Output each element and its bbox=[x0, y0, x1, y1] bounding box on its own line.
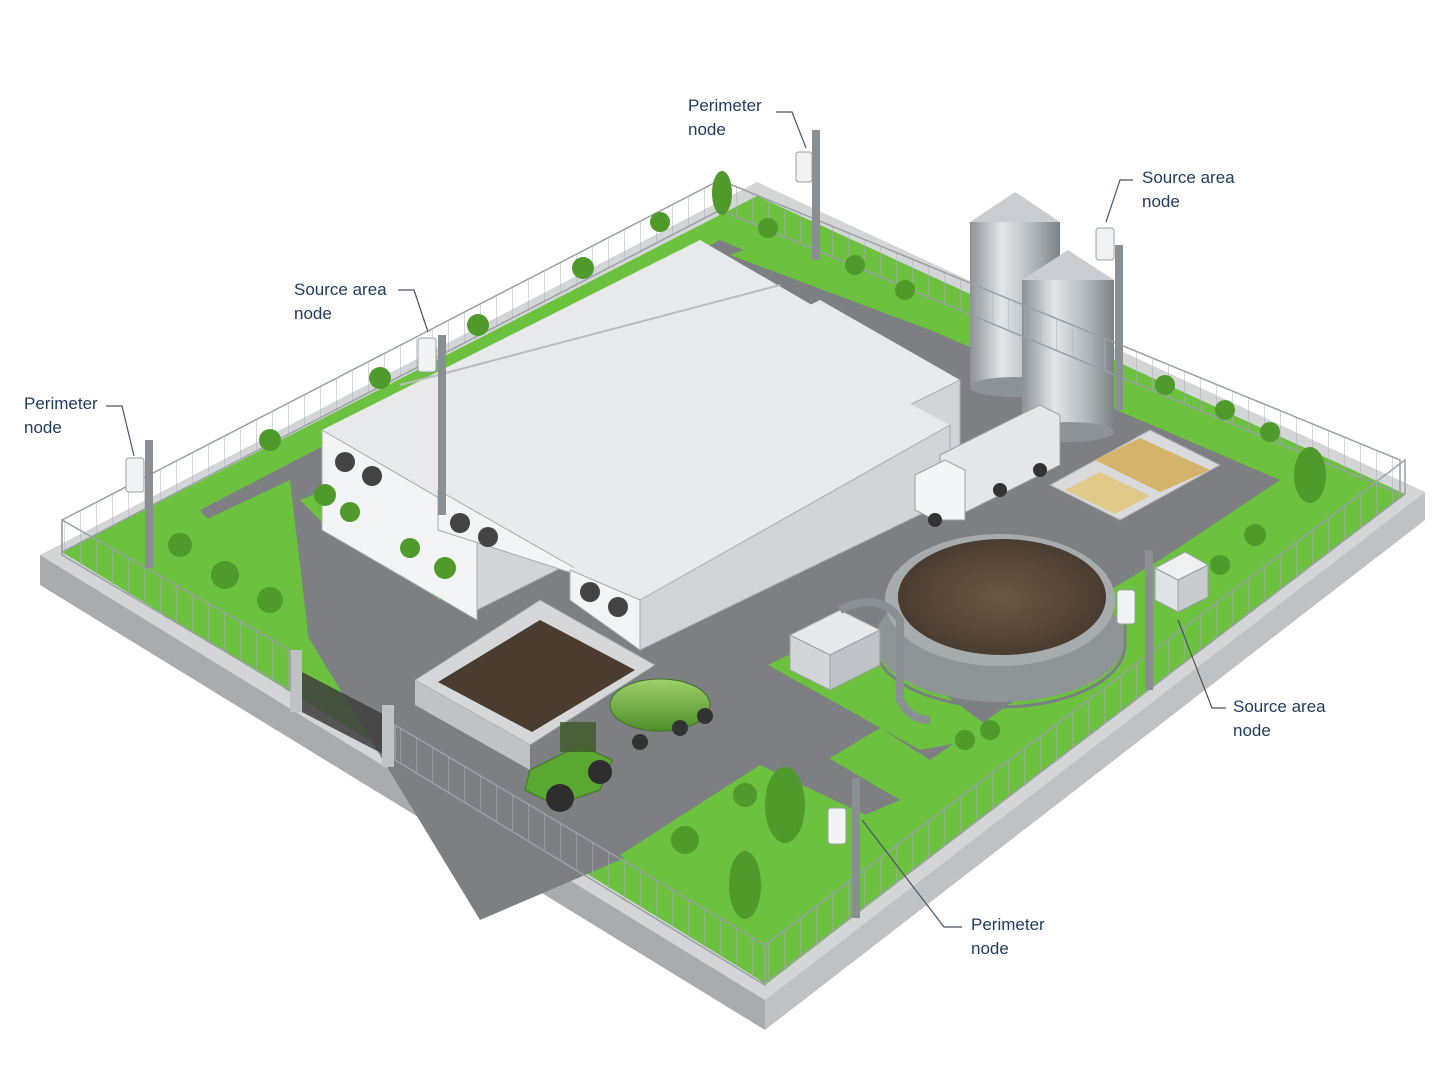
sensor-nodes bbox=[125, 130, 1153, 918]
barn-3 bbox=[569, 388, 951, 651]
sensor-node-icon bbox=[417, 335, 446, 515]
callout-line1: Source area bbox=[1233, 697, 1326, 716]
callout-source-area-node-barn: Source area node bbox=[294, 278, 387, 326]
callout-source-area-node-silo: Source area node bbox=[1142, 166, 1235, 214]
manure-pit bbox=[414, 599, 656, 770]
lagoon-icon bbox=[873, 534, 1127, 709]
sensor-node-icon bbox=[795, 130, 820, 260]
callout-perimeter-node-top: Perimeter node bbox=[688, 94, 762, 142]
callout-leaders bbox=[106, 111, 1226, 928]
callout-line1: Source area bbox=[1142, 168, 1235, 187]
callout-line2: node bbox=[688, 120, 726, 139]
callout-source-area-node-lagoon: Source area node bbox=[1233, 695, 1326, 743]
callout-line2: node bbox=[1142, 192, 1180, 211]
control-kiosk bbox=[1153, 551, 1210, 613]
callout-line2: node bbox=[294, 304, 332, 323]
callout-line2: node bbox=[24, 418, 62, 437]
callout-line2: node bbox=[971, 939, 1009, 958]
callout-perimeter-node-bottom: Perimeter node bbox=[971, 913, 1045, 961]
callout-line1: Perimeter bbox=[971, 915, 1045, 934]
tanker-icon bbox=[609, 678, 713, 750]
callout-line2: node bbox=[1233, 721, 1271, 740]
sensor-node-icon bbox=[125, 440, 153, 568]
callout-line1: Source area bbox=[294, 280, 387, 299]
sensor-node-icon bbox=[1095, 227, 1123, 410]
truck-icon bbox=[914, 404, 1061, 527]
callout-perimeter-node-left: Perimeter node bbox=[24, 392, 98, 440]
sensor-node-icon bbox=[827, 778, 860, 918]
tractor-icon bbox=[524, 722, 613, 812]
pump-house bbox=[788, 598, 931, 724]
gate-icon bbox=[290, 650, 394, 767]
callout-line1: Perimeter bbox=[688, 96, 762, 115]
feed-bunker bbox=[1048, 429, 1222, 521]
tree-icon bbox=[168, 171, 1326, 919]
callout-line1: Perimeter bbox=[24, 394, 98, 413]
sensor-node-icon bbox=[1116, 550, 1153, 690]
